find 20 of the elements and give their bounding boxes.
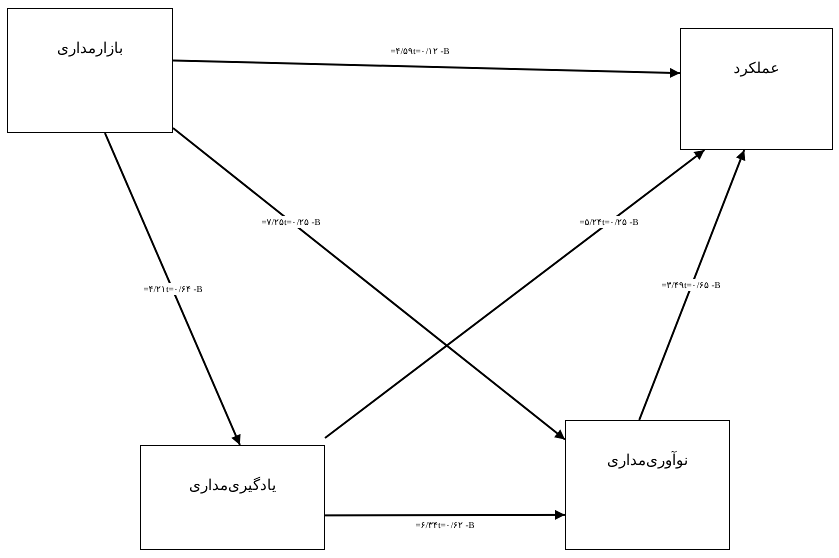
box-label: بازارمداری (57, 39, 123, 57)
edge-label: =۶/۳۴t=۰/۶۲ -B (414, 519, 476, 531)
process-box (565, 420, 730, 550)
arrow (325, 510, 565, 520)
edge-label: =۵/۲۴t=۰/۲۵ -B (578, 216, 640, 228)
arrow (324, 149, 706, 439)
process-box (7, 8, 173, 133)
edge-label: =۴/۵۹t=۰/۱۲ -B (388, 45, 452, 57)
arrow (104, 132, 241, 446)
box-label: عملکرد (734, 59, 780, 77)
arrow (172, 127, 566, 440)
edge-label: =۷/۲۵t=۰/۲۵ -B (260, 216, 322, 228)
edge-label: =۳/۴۹t=۰/۶۵ -B (660, 279, 722, 291)
process-box (140, 445, 325, 550)
arrow (172, 60, 680, 78)
edge-label: =۴/۲۱t=۰/۶۴ -B (142, 283, 204, 295)
arrow (638, 150, 746, 420)
process-box (680, 28, 833, 150)
box-label: نوآوری‌مداری (607, 451, 688, 469)
box-label: یادگیری‌مداری (189, 476, 276, 494)
